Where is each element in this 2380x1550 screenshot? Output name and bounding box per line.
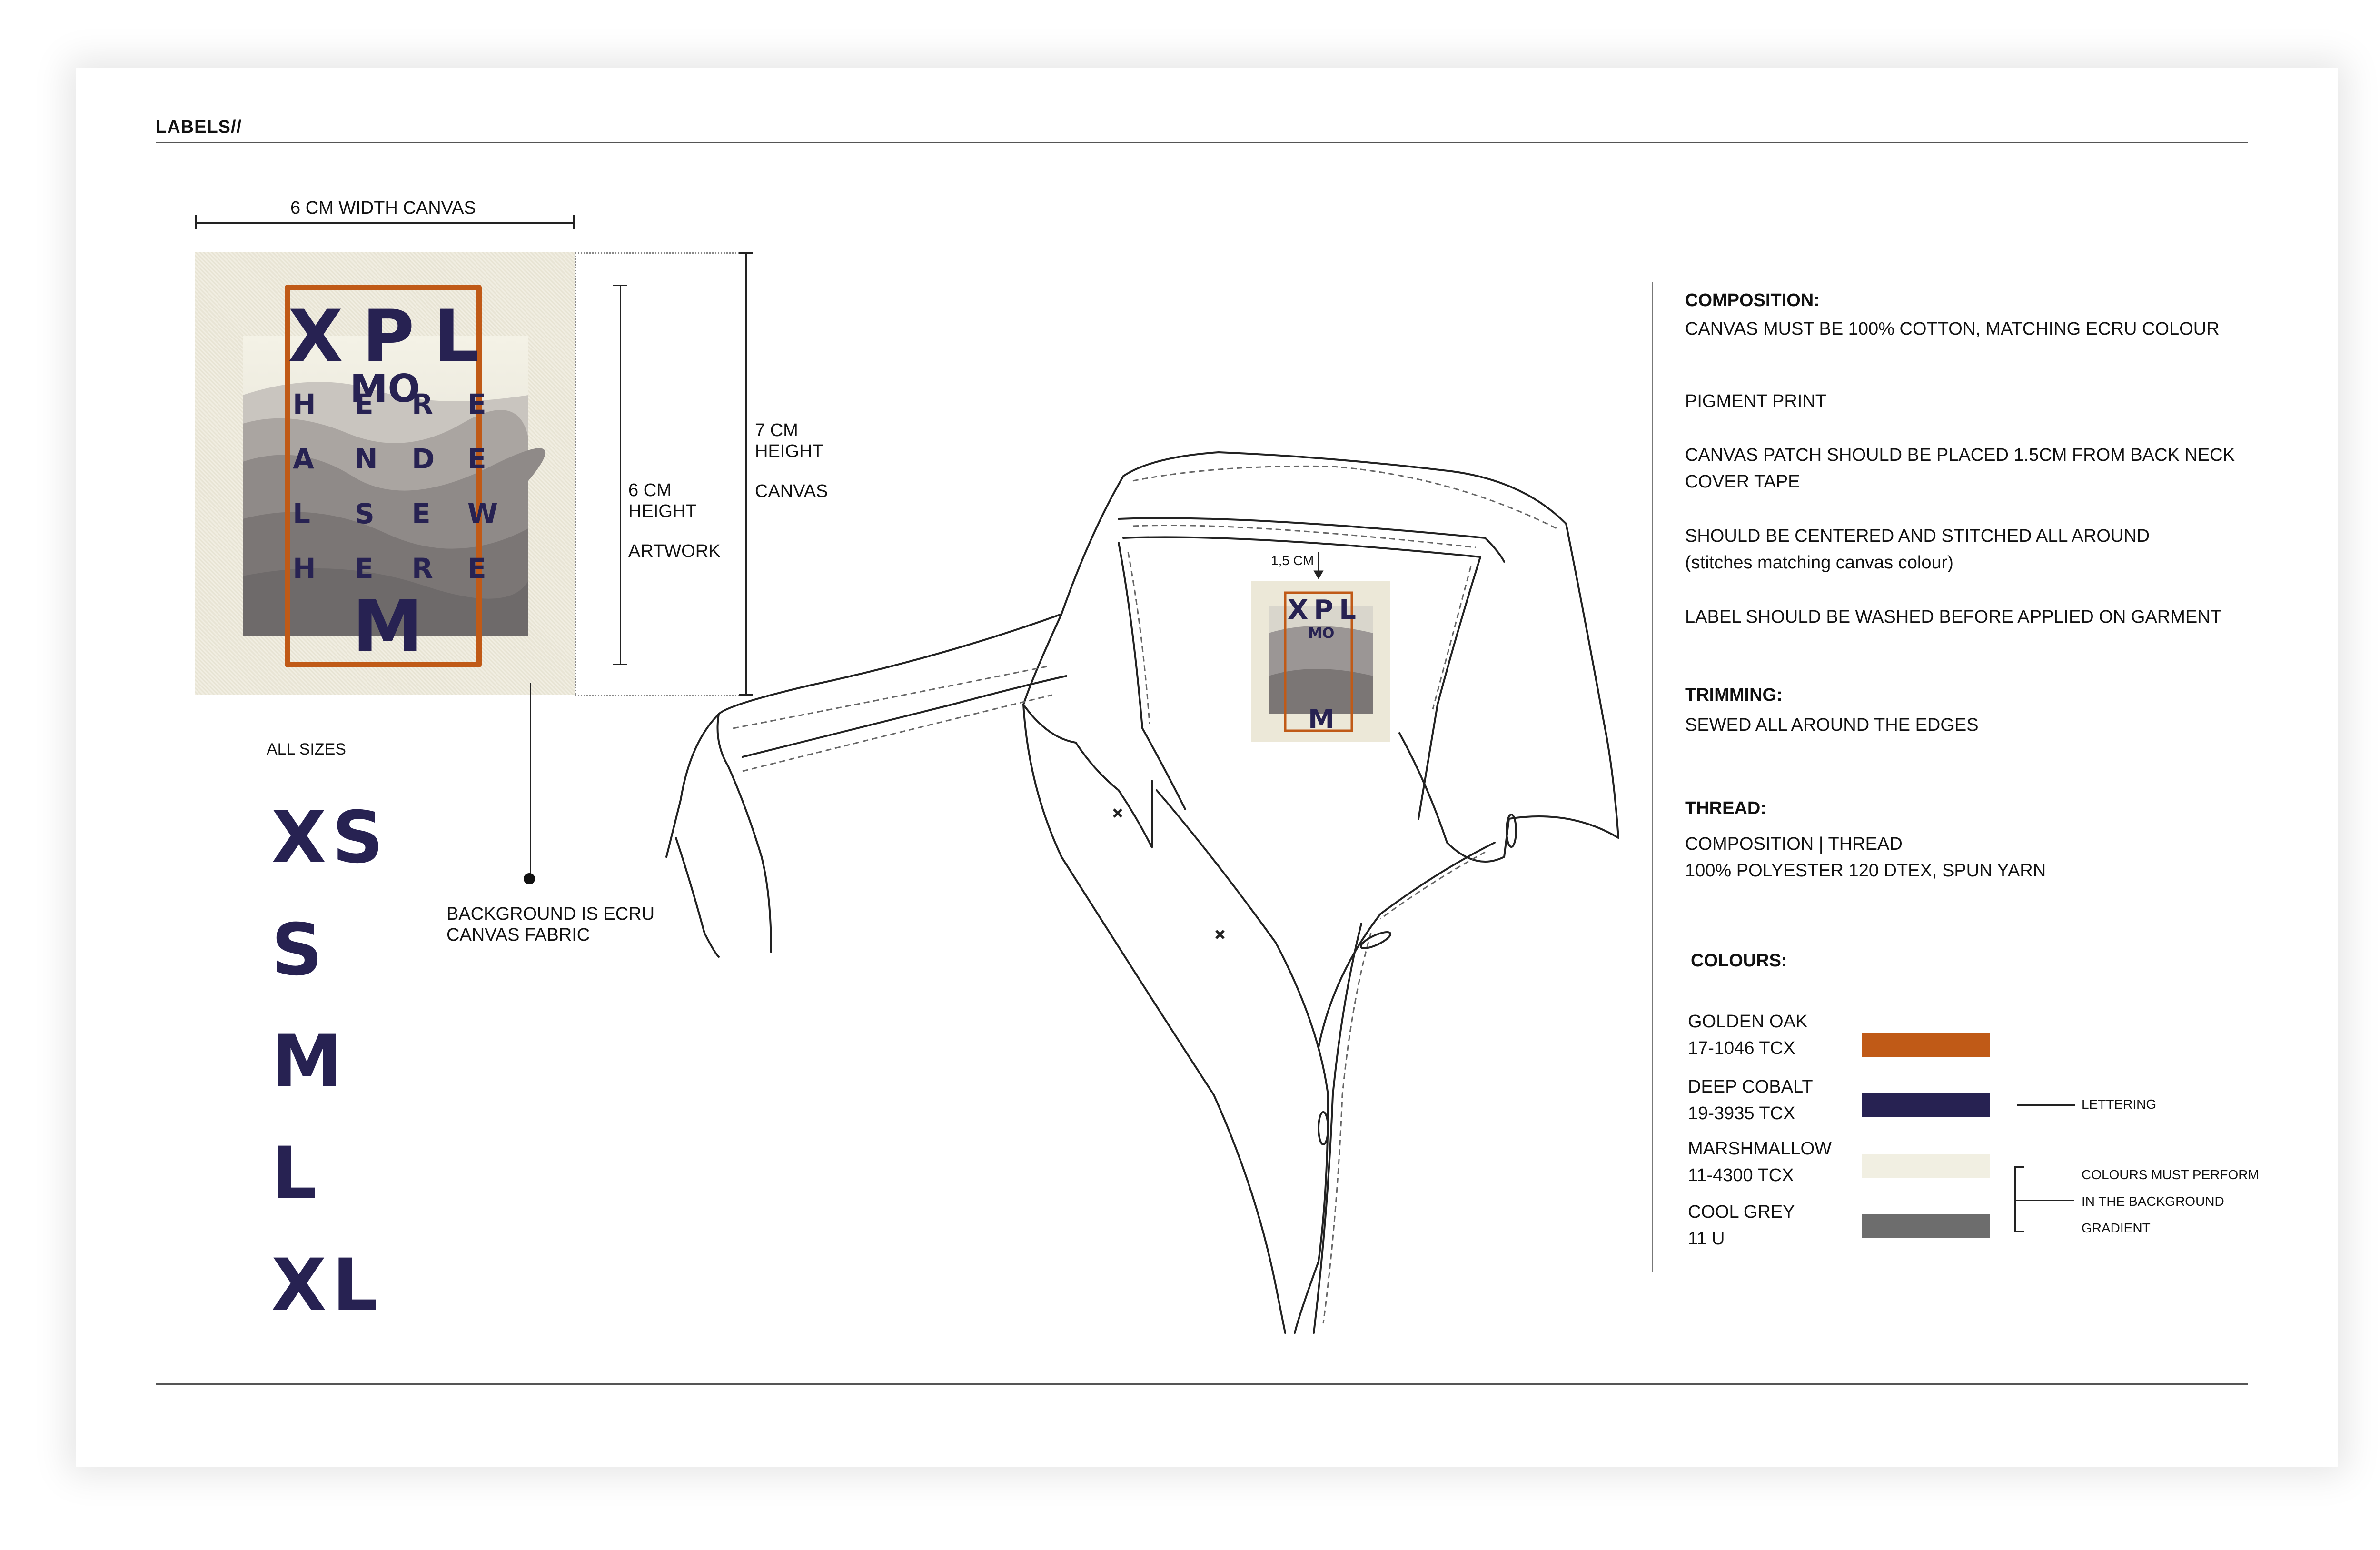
size-l: L bbox=[271, 1132, 323, 1215]
swatch-marshmallow bbox=[1862, 1154, 1990, 1178]
background-bracket bbox=[2014, 1166, 2016, 1232]
label-bottom-text: M bbox=[352, 586, 424, 668]
svg-text:M: M bbox=[1308, 704, 1335, 735]
background-callout-line bbox=[2016, 1200, 2074, 1201]
spec-divider bbox=[1652, 282, 1653, 1272]
svg-text:MO: MO bbox=[1308, 625, 1334, 642]
page-title: LABELS// bbox=[156, 117, 242, 137]
size-xl: XL bbox=[271, 1244, 384, 1327]
size-s: S bbox=[271, 909, 329, 992]
header-divider bbox=[156, 142, 2248, 143]
label-brand-text: XPL bbox=[288, 295, 498, 378]
background-note: BACKGROUND IS ECRU CANVAS FABRIC bbox=[446, 904, 655, 945]
background-gradient-note: COLOURS MUST PERFORM IN THE BACKGROUND G… bbox=[2082, 1167, 2259, 1235]
label-grid-letter: R bbox=[412, 388, 433, 420]
trimming-heading: TRIMMING: bbox=[1685, 685, 1783, 705]
label-grid-letter: R bbox=[412, 552, 433, 585]
all-sizes-label: ALL SIZES bbox=[267, 740, 346, 758]
size-m: M bbox=[271, 1020, 348, 1103]
background-bracket-bottom bbox=[2014, 1231, 2024, 1232]
label-grid-letter: H bbox=[293, 552, 316, 585]
size-xs: XS bbox=[271, 796, 389, 879]
label-grid-letter: E bbox=[355, 388, 374, 420]
label-grid-letter: S bbox=[355, 497, 375, 530]
label-frame bbox=[285, 285, 482, 667]
canvas-guide-bottom bbox=[575, 695, 751, 696]
footer-divider bbox=[156, 1383, 2248, 1385]
canvas-height-label: 7 CM HEIGHT CANVAS bbox=[755, 420, 828, 501]
lettering-callout-line bbox=[2017, 1104, 2075, 1106]
shirt-mini-label: XPL MO M bbox=[1251, 581, 1390, 742]
label-grid-letter: H bbox=[293, 388, 316, 420]
canvas-guide-side bbox=[575, 252, 576, 695]
svg-text:XPL: XPL bbox=[1288, 595, 1362, 626]
neck-offset-label: 1,5 CM bbox=[1271, 553, 1314, 568]
label-grid-letter: E bbox=[467, 443, 486, 475]
artwork-height-tick-top bbox=[613, 285, 627, 286]
trimming-text: SEWED ALL AROUND THE EDGES bbox=[1685, 715, 1979, 735]
washed-text: LABEL SHOULD BE WASHED BEFORE APPLIED ON… bbox=[1685, 607, 2221, 627]
thread-heading: THREAD: bbox=[1685, 798, 1766, 818]
placement-text: CANVAS PATCH SHOULD BE PLACED 1.5CM FROM… bbox=[1685, 445, 2235, 492]
width-canvas-label: 6 CM WIDTH CANVAS bbox=[290, 198, 476, 218]
label-grid-letter: D bbox=[412, 443, 435, 475]
label-grid-letter: W bbox=[467, 497, 498, 530]
label-grid-letter: L bbox=[293, 497, 310, 530]
lettering-note: LETTERING bbox=[2082, 1097, 2157, 1112]
label-grid-letter: N bbox=[355, 443, 378, 475]
colours-heading: COLOURS: bbox=[1691, 951, 1787, 971]
width-dimension-line bbox=[195, 222, 575, 224]
label-mo-text: MO bbox=[350, 367, 420, 411]
thread-text: COMPOSITION | THREAD 100% POLYESTER 120 … bbox=[1685, 834, 2046, 881]
canvas-height-tick-top bbox=[739, 252, 753, 254]
label-grid-letter: E bbox=[467, 388, 486, 420]
swatch-deep-cobalt bbox=[1862, 1093, 1990, 1117]
artwork-height-tick-bottom bbox=[613, 664, 627, 665]
canvas-height-line bbox=[745, 252, 747, 695]
canvas-guide-top bbox=[575, 252, 751, 254]
artwork-height-line bbox=[620, 285, 621, 665]
mountain-artwork bbox=[243, 336, 545, 636]
centered-text: SHOULD BE CENTERED AND STITCHED ALL AROU… bbox=[1685, 526, 2150, 573]
label-grid-letter: A bbox=[293, 443, 314, 475]
label-grid-letter: E bbox=[467, 552, 486, 585]
label-grid-letter: E bbox=[412, 497, 431, 530]
background-callout-dot bbox=[524, 873, 535, 884]
label-grid-letter: E bbox=[355, 552, 374, 585]
width-tick-right bbox=[573, 215, 575, 229]
pigment-text: PIGMENT PRINT bbox=[1685, 391, 1826, 411]
composition-heading: COMPOSITION: bbox=[1685, 290, 1820, 310]
width-tick-left bbox=[195, 215, 197, 229]
artwork-height-label: 6 CM HEIGHT ARTWORK bbox=[628, 480, 721, 561]
canvas-height-tick-bottom bbox=[739, 694, 753, 696]
background-bracket-top bbox=[2014, 1166, 2024, 1168]
swatch-golden-oak bbox=[1862, 1033, 1990, 1057]
background-callout-line bbox=[530, 683, 531, 878]
composition-text: CANVAS MUST BE 100% COTTON, MATCHING ECR… bbox=[1685, 319, 2220, 339]
swatch-cool-grey bbox=[1862, 1214, 1990, 1238]
